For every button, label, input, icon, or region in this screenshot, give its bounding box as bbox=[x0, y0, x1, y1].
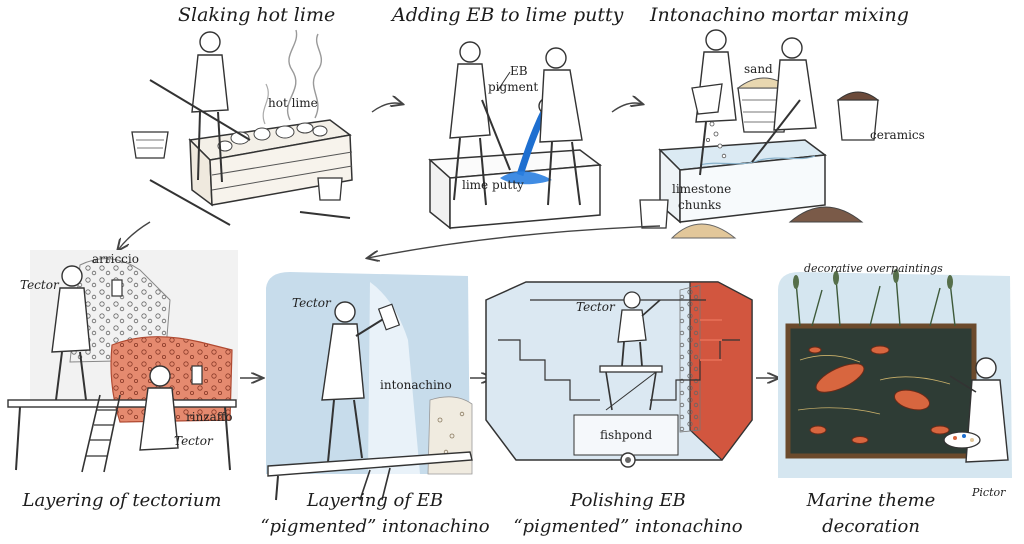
label-lime-putty: lime putty bbox=[462, 178, 524, 192]
step1-scene bbox=[131, 29, 353, 226]
step6-caption-line2: “pigmented” intonachino bbox=[513, 516, 743, 537]
step5-caption-line2: “pigmented” intonachino bbox=[260, 516, 490, 537]
step7-scene bbox=[778, 269, 1012, 478]
arrow-1-to-2 bbox=[371, 103, 402, 113]
label-limestone-line2: chunks bbox=[678, 198, 722, 212]
label-pictor: Pictor bbox=[972, 486, 1006, 499]
label-limestone-line1: limestone bbox=[672, 182, 732, 196]
step2-scene bbox=[428, 41, 603, 230]
arrow-2-to-3 bbox=[611, 103, 642, 113]
label-decorative-overpaintings: decorative overpaintings bbox=[804, 262, 943, 275]
step2-title: Adding EB to lime putty bbox=[392, 4, 624, 26]
step4-caption: Layering of tectorium bbox=[22, 490, 222, 511]
step7-caption-line2: decoration bbox=[822, 516, 920, 537]
label-fishpond: fishpond bbox=[600, 428, 653, 442]
step6-caption-line1: Polishing EB bbox=[570, 490, 686, 511]
step1-title: Slaking hot lime bbox=[178, 4, 336, 26]
label-sand: sand bbox=[744, 62, 773, 76]
label-tector-step6: Tector bbox=[576, 300, 615, 314]
label-tector-upper: Tector bbox=[20, 278, 59, 292]
label-hot-lime: hot lime bbox=[268, 96, 318, 110]
label-rinzaffo: rinzaffo bbox=[186, 410, 233, 424]
step5-caption-line1: Layering of EB bbox=[306, 490, 444, 511]
label-eb-pigment-line2: pigment bbox=[488, 80, 539, 94]
step6-scene bbox=[485, 281, 753, 468]
step7-caption-line1: Marine theme bbox=[806, 490, 936, 511]
label-eb-pigment-line1: EB bbox=[510, 64, 528, 78]
arrow-3-to-5 bbox=[368, 225, 661, 258]
label-ceramics: ceramics bbox=[870, 128, 925, 142]
label-tector-step5: Tector bbox=[292, 296, 331, 310]
step4-scene bbox=[7, 250, 238, 473]
label-intonachino: intonachino bbox=[380, 378, 452, 392]
step3-scene bbox=[639, 29, 880, 239]
label-tector-lower: Tector bbox=[174, 434, 213, 448]
step3-title: Intonachino mortar mixing bbox=[650, 4, 909, 26]
step5-scene bbox=[266, 272, 473, 501]
arrow-1-to-4 bbox=[118, 221, 151, 250]
label-arriccio: arriccio bbox=[92, 252, 139, 266]
